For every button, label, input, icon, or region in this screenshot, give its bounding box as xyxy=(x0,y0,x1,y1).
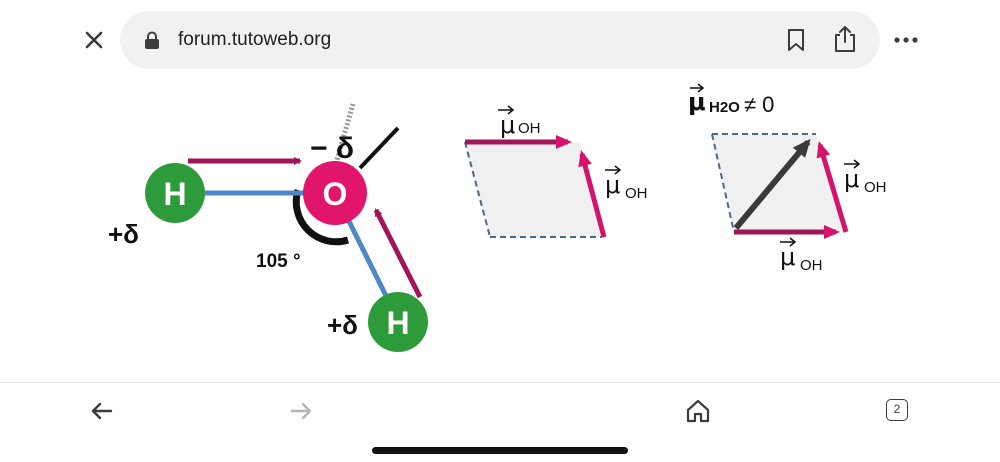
close-icon[interactable] xyxy=(80,26,108,54)
oh-label-right: OH xyxy=(864,179,887,196)
bookmark-icon[interactable] xyxy=(784,28,808,52)
lone-pair-hatch xyxy=(334,103,356,161)
water-molecule: H O H − δ +δ +δ 105 ° xyxy=(108,103,428,352)
url-text: forum.tutoweb.org xyxy=(178,29,332,50)
angle-arc xyxy=(292,188,350,246)
not-equal-zero: ≠ 0 xyxy=(744,92,774,117)
mu-symbol-top: μ xyxy=(500,111,515,139)
lock-icon xyxy=(145,31,159,49)
vector-arrow-symbol xyxy=(690,83,705,93)
parallelogram-fill xyxy=(465,142,602,237)
vector-arrow-symbol xyxy=(498,105,515,115)
oh-label-side: OH xyxy=(625,185,648,202)
hydrogen-label-right: H xyxy=(386,305,409,341)
address-bar[interactable]: forum.tutoweb.org xyxy=(120,11,880,69)
browser-top-bar: forum.tutoweb.org xyxy=(0,0,1000,82)
home-indicator xyxy=(372,447,628,454)
hydrogen-label-left: H xyxy=(163,176,186,212)
lone-pair-line xyxy=(358,126,400,170)
more-icon[interactable] xyxy=(893,30,919,50)
vector-oh-right xyxy=(816,141,849,233)
mu-symbol-title: μ xyxy=(688,88,706,116)
oxygen-atom xyxy=(303,161,367,225)
share-icon[interactable] xyxy=(832,25,858,53)
mu-symbol-right: μ xyxy=(844,165,859,193)
oh-label-top: OH xyxy=(518,120,541,137)
h2o-subscript: H2O xyxy=(709,99,740,116)
mu-symbol-side: μ xyxy=(605,171,620,199)
dashed-left xyxy=(464,141,491,238)
oh-label-bottom: OH xyxy=(800,257,823,274)
resultant-dipole: μ H2O ≠ 0 μ OH μ OH xyxy=(688,83,887,274)
oxygen-label: O xyxy=(323,176,348,212)
forward-arrow-icon[interactable] xyxy=(287,397,315,425)
dashed-left xyxy=(711,133,735,233)
oxygen-charge: − δ xyxy=(310,132,354,165)
browser-bottom-bar: 2 xyxy=(0,382,1000,462)
vector-arrow-symbol xyxy=(605,165,622,175)
vector-arrow-symbol xyxy=(780,237,797,247)
hydrogen-left-charge: +δ xyxy=(108,219,139,249)
back-arrow-icon[interactable] xyxy=(88,397,116,425)
vector-arrow-symbol xyxy=(844,159,861,169)
mu-symbol-bottom: μ xyxy=(780,243,795,271)
hydrogen-right-charge: +δ xyxy=(327,310,358,340)
water-dipole-diagram: H O H − δ +δ +δ 105 ° μ OH μ OH μ H2O ≠ … xyxy=(108,83,887,352)
hydrogen-atom-right xyxy=(368,292,428,352)
hydrogen-atom-left xyxy=(145,163,205,223)
vector-oh-side xyxy=(578,150,607,238)
vector-parallelogram: μ OH μ OH xyxy=(464,105,648,238)
home-icon[interactable] xyxy=(684,397,712,425)
bond-angle-label: 105 ° xyxy=(256,251,301,272)
resultant-vector xyxy=(733,138,811,230)
dipole-arrow-right xyxy=(373,208,423,299)
tab-count-button[interactable]: 2 xyxy=(886,399,908,421)
resultant-fill xyxy=(712,134,846,232)
